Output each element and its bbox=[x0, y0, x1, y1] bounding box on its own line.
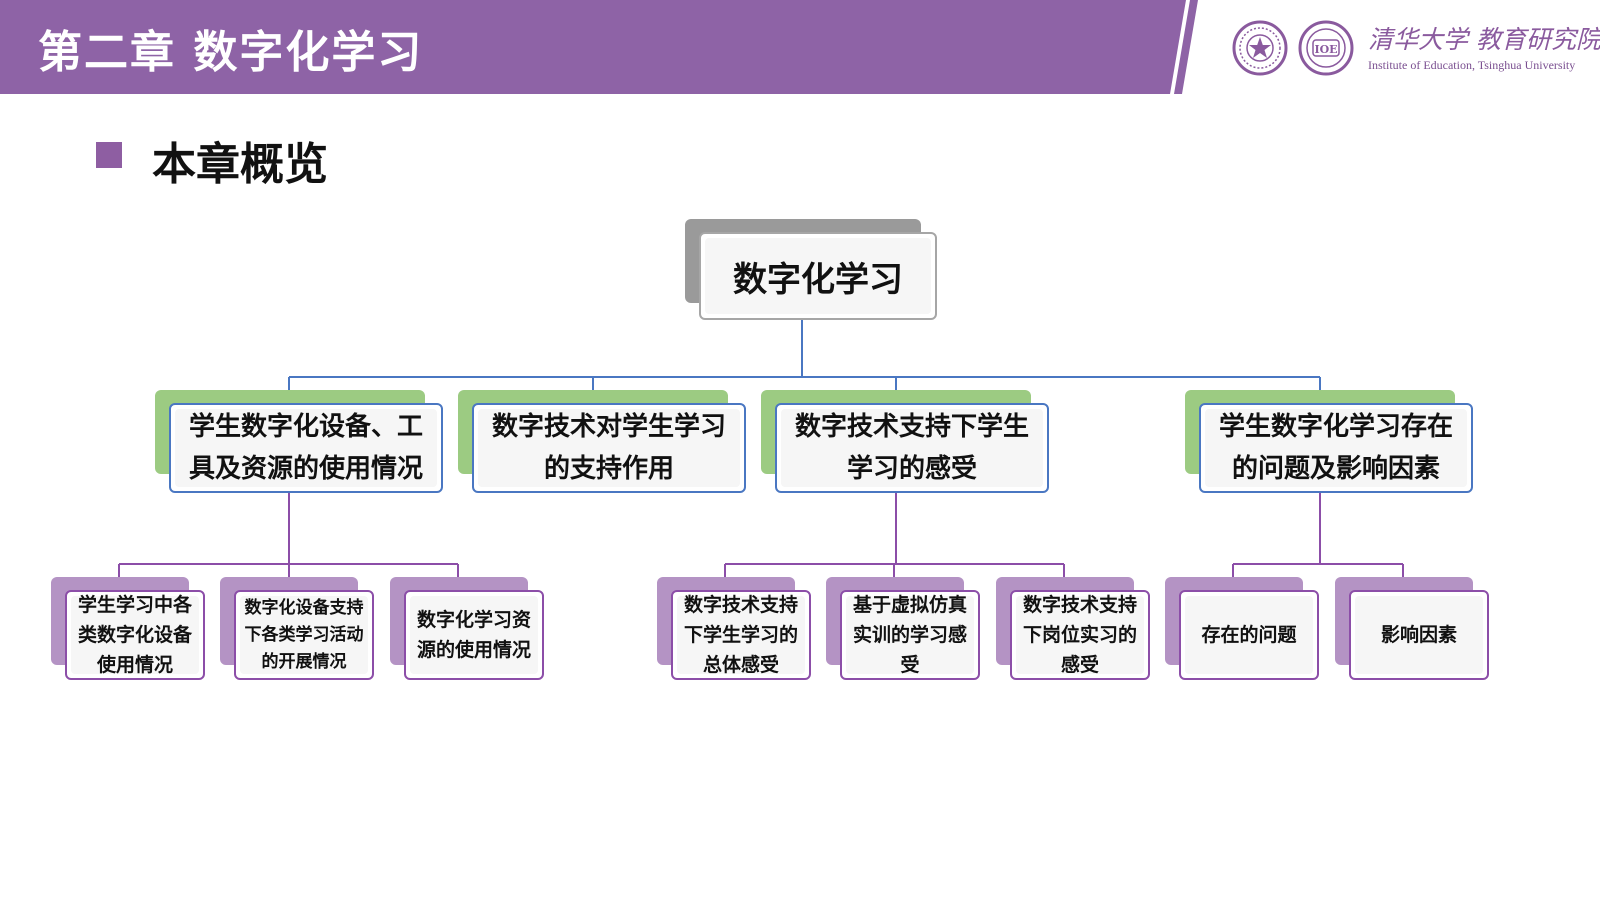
leaf-label-line: 数字化学习资 bbox=[416, 609, 531, 631]
tsinghua-logo: IOE 清华大学 教育研究院 Institute of Education, T… bbox=[1232, 18, 1600, 80]
leaf-label-line: 总体感受 bbox=[702, 654, 779, 676]
leaf-label-line: 源的使用情况 bbox=[416, 639, 531, 661]
root-label: 数字化学习 bbox=[733, 259, 903, 300]
leaf-label-line: 下学生学习的 bbox=[683, 624, 798, 646]
branch-label-line: 数字技术对学生学习 bbox=[491, 412, 726, 442]
branch-label-line: 学生数字化学习存在 bbox=[1218, 412, 1453, 442]
leaf-label-line: 影响因素 bbox=[1380, 624, 1457, 646]
leaf-label-line: 的开展情况 bbox=[261, 651, 347, 672]
leaf-label-line: 感受 bbox=[1060, 654, 1099, 676]
leaf-label-line: 存在的问题 bbox=[1201, 624, 1297, 646]
leaf-label-line: 学生学习中各 bbox=[77, 594, 192, 616]
branch-label-line: 的问题及影响因素 bbox=[1231, 454, 1440, 484]
branch-label-line: 的支持作用 bbox=[543, 454, 674, 484]
leaf-label-line: 下岗位实习的 bbox=[1022, 624, 1137, 646]
leaf-label-line: 数字技术支持 bbox=[1022, 594, 1137, 616]
ioe-seal-label: IOE bbox=[1314, 43, 1337, 56]
leaf-label-line: 下各类学习活动 bbox=[244, 624, 364, 645]
branch-label-line: 学生数字化设备、工 bbox=[188, 412, 423, 442]
ioe-seal-icon: IOE bbox=[1298, 20, 1354, 76]
chapter-title: 第二章 数字化学习 bbox=[38, 27, 424, 78]
section-title: 本章概览 bbox=[152, 139, 328, 190]
leaf-label-line: 数字技术支持 bbox=[683, 594, 798, 616]
leaf-label-line: 类数字化设备 bbox=[77, 624, 192, 646]
square-bullet-icon bbox=[96, 142, 122, 168]
leaf-label-line: 数字化设备支持 bbox=[244, 597, 364, 618]
leaf-label-line: 基于虚拟仿真 bbox=[852, 594, 967, 616]
branch-label-line: 具及资源的使用情况 bbox=[188, 454, 423, 484]
tsinghua-seal-icon bbox=[1232, 20, 1288, 76]
header-band bbox=[0, 0, 1198, 94]
university-name: 清华大学 教育研究院 bbox=[1368, 25, 1600, 54]
leaf-label-line: 受 bbox=[900, 654, 920, 676]
leaf-label-line: 使用情况 bbox=[96, 654, 173, 676]
branch-label-line: 数字技术支持下学生 bbox=[794, 412, 1029, 442]
leaf-label-line: 实训的学习感 bbox=[852, 624, 967, 646]
branch-label-line: 学习的感受 bbox=[846, 454, 977, 484]
institute-name: Institute of Education, Tsinghua Univers… bbox=[1368, 58, 1576, 72]
